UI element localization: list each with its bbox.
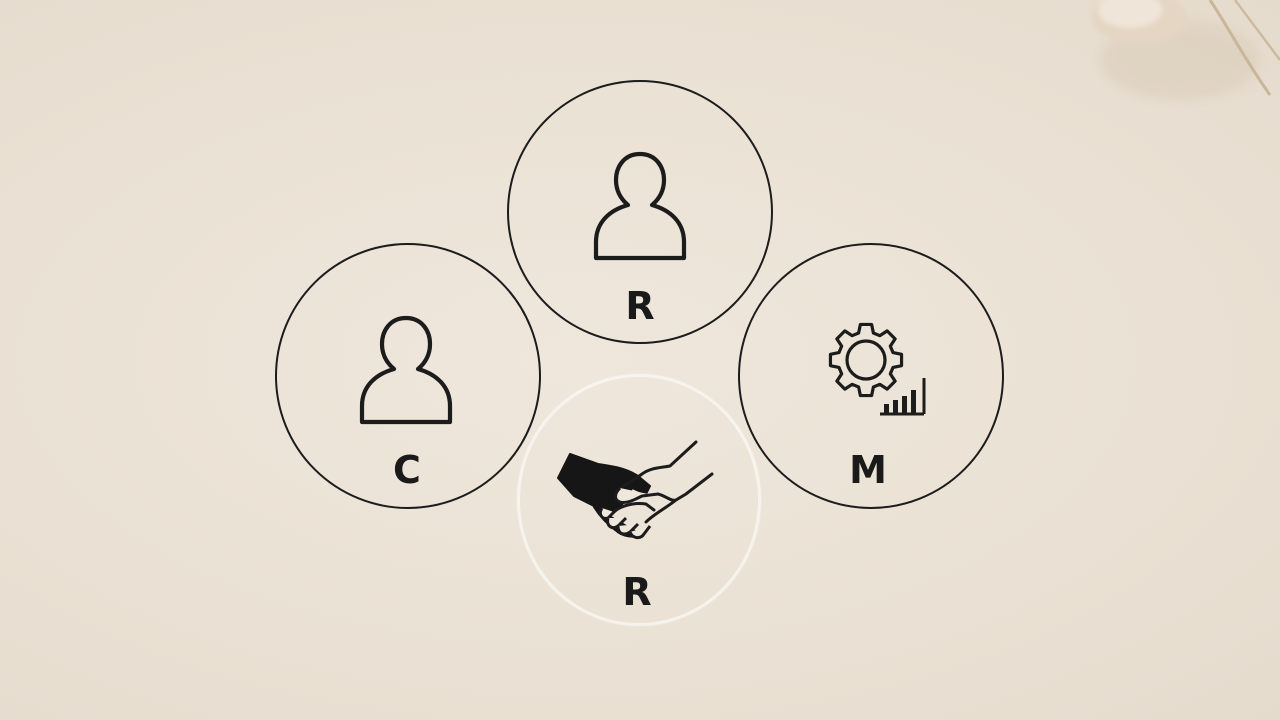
node-letter-r-bottom: R bbox=[622, 570, 652, 614]
c-circle bbox=[275, 243, 541, 509]
r-bottom-ring bbox=[517, 374, 761, 626]
person-icon bbox=[593, 151, 687, 261]
dried-flower-decoration bbox=[1092, 0, 1280, 100]
handshake-icon bbox=[557, 440, 714, 540]
gear-chart-icon bbox=[828, 322, 926, 416]
person-icon bbox=[359, 315, 453, 425]
node-letter-c: C bbox=[393, 448, 421, 492]
m-circle bbox=[738, 243, 1004, 509]
node-letter-r-top: R bbox=[625, 284, 655, 328]
r-top-circle bbox=[507, 80, 773, 344]
node-letter-m: M bbox=[849, 448, 887, 492]
